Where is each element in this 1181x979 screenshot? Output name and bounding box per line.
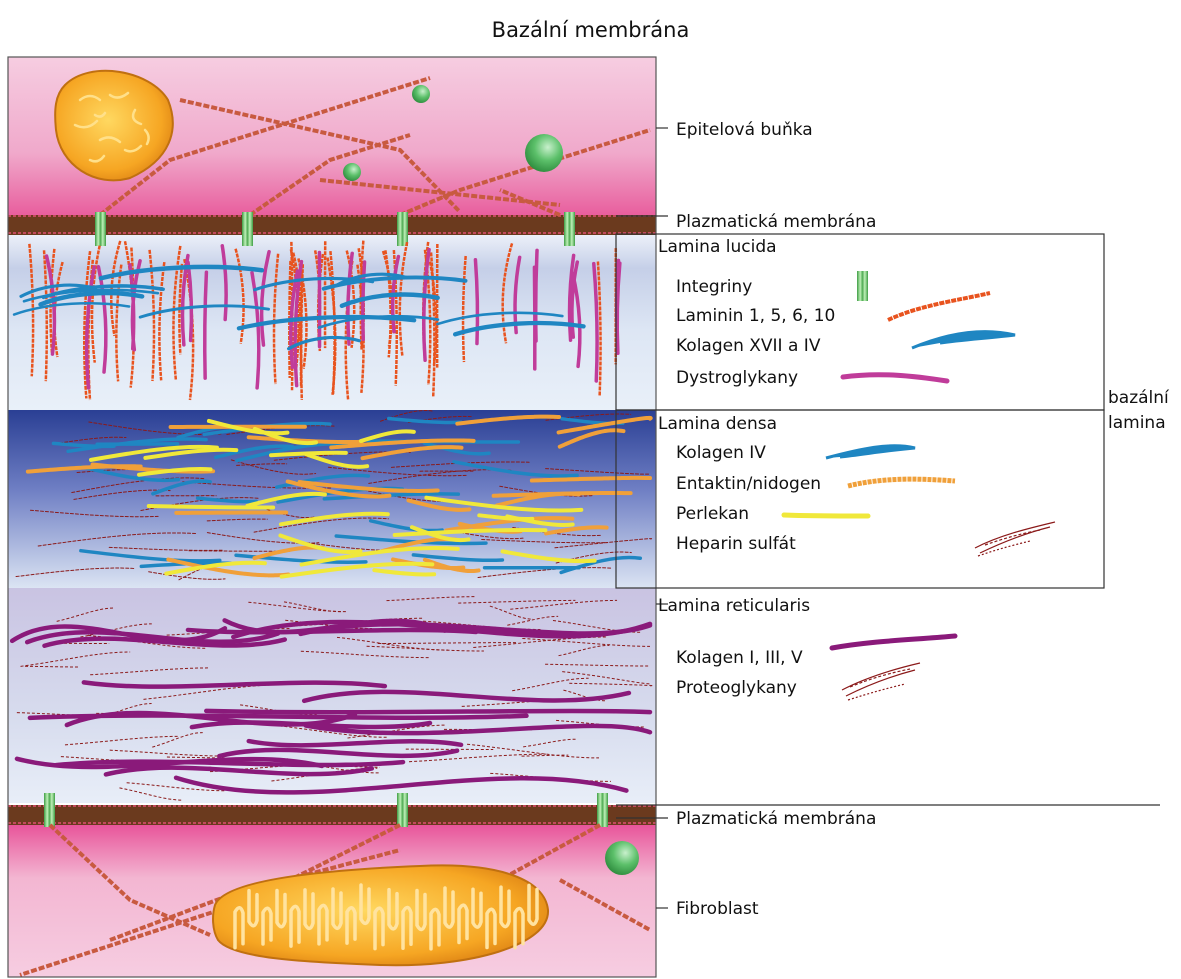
legend-proteoglycans: Proteoglykany bbox=[676, 678, 797, 698]
label-lamina-reticularis: Lamina reticularis bbox=[658, 596, 810, 616]
dystroglycan-fiber-icon bbox=[843, 375, 947, 381]
proteoglycan-icon bbox=[842, 663, 920, 700]
laminin-fiber-icon bbox=[888, 293, 990, 320]
collagen-reticularis-fiber-icon bbox=[832, 636, 955, 648]
perlecan-fiber-icon bbox=[784, 515, 868, 516]
perlecan-fiber bbox=[149, 506, 273, 507]
legend-entactin: Entaktin/nidogen bbox=[676, 474, 821, 494]
collagen-fiber-icon bbox=[912, 332, 1015, 348]
legend-perlecan: Perlekan bbox=[676, 504, 749, 524]
integrin-icon bbox=[857, 271, 868, 301]
plasma-membrane-bottom bbox=[8, 805, 656, 825]
legend-heparan-sulfate: Heparin sulfát bbox=[676, 534, 796, 554]
label-basal-lamina-line2: lamina bbox=[1108, 413, 1166, 433]
vesicle bbox=[525, 134, 563, 172]
entactin-fiber-icon bbox=[848, 479, 955, 486]
legend-collagen-xvii: Kolagen XVII a IV bbox=[676, 336, 820, 356]
vesicle bbox=[412, 85, 430, 103]
legend-integrins: Integriny bbox=[676, 277, 752, 297]
vesicle bbox=[605, 841, 639, 875]
collagen-fiber bbox=[206, 711, 650, 712]
collagen-iv-fiber-icon bbox=[826, 446, 915, 458]
heparan-sulfate-icon bbox=[975, 522, 1055, 556]
collagen-fiber bbox=[30, 716, 527, 718]
label-lamina-lucida: Lamina lucida bbox=[658, 237, 777, 257]
label-plasma-membrane-bottom: Plazmatická membrána bbox=[676, 809, 876, 829]
dystroglycan-fiber bbox=[205, 272, 207, 378]
legend-collagen-iv: Kolagen IV bbox=[676, 443, 766, 463]
legend-dystroglycans: Dystroglykany bbox=[676, 368, 798, 388]
label-fibroblast: Fibroblast bbox=[676, 899, 759, 919]
label-lamina-densa: Lamina densa bbox=[658, 414, 777, 434]
vesicle bbox=[343, 163, 361, 181]
label-plasma-membrane-top: Plazmatická membrána bbox=[676, 212, 876, 232]
lamina-densa-box bbox=[616, 410, 1104, 588]
legend-collagen-i-iii-v: Kolagen I, III, V bbox=[676, 648, 803, 668]
label-basal-lamina-line1: bazální bbox=[1108, 388, 1169, 408]
label-epithelial-cell: Epitelová buňka bbox=[676, 120, 813, 140]
diagram-title: Bazální membrána bbox=[0, 18, 1181, 42]
legend-laminin: Laminin 1, 5, 6, 10 bbox=[676, 306, 835, 326]
